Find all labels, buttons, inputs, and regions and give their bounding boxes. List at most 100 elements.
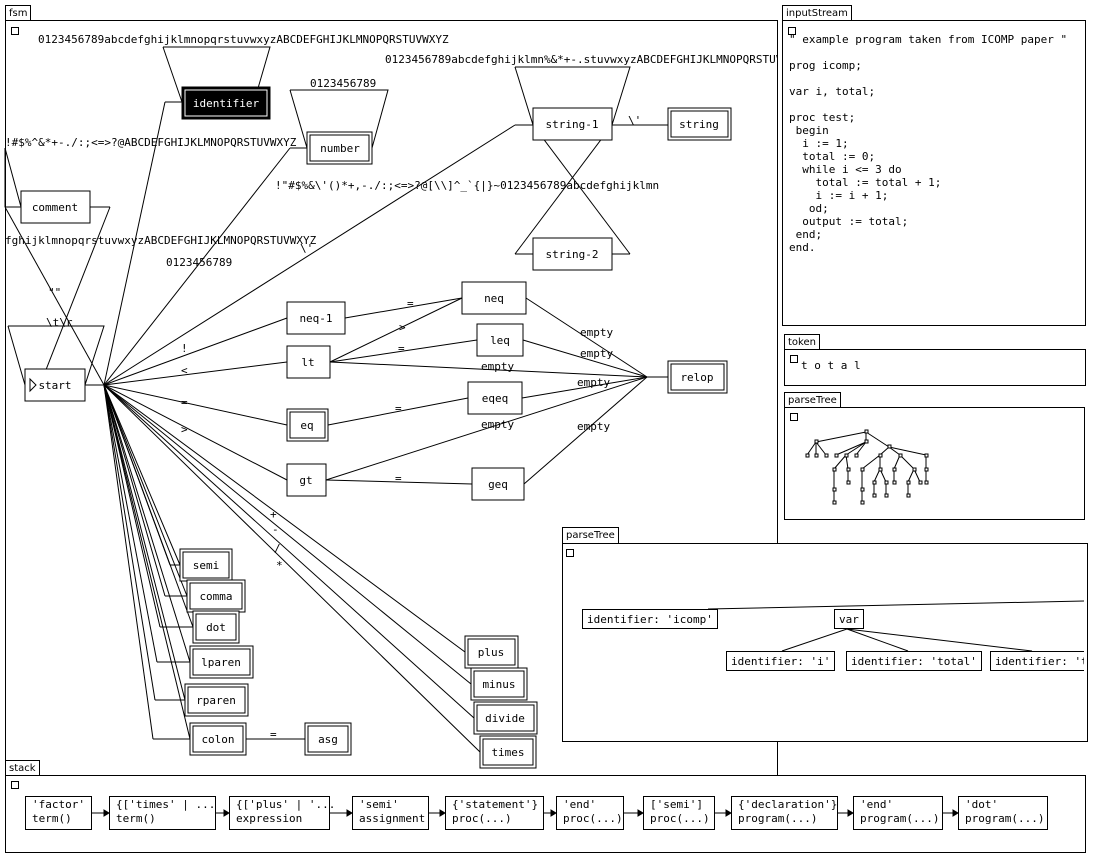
state-relop: relop bbox=[680, 371, 713, 384]
parsetree-big-close-icon[interactable] bbox=[566, 549, 574, 557]
quote-label: \' bbox=[300, 242, 313, 255]
stack-frame-top: {['times' | ... bbox=[116, 798, 216, 811]
state-gt: gt bbox=[299, 474, 312, 487]
stack-frame-top: ['semi'] bbox=[650, 798, 703, 811]
number-charset-label: 0123456789 bbox=[310, 77, 376, 90]
state-comment: comment bbox=[32, 201, 78, 214]
stack-frame[interactable]: {'declaration'}program(...) bbox=[731, 796, 838, 830]
inputstream-line bbox=[789, 72, 1067, 85]
stack-frame[interactable]: {['times' | ...term() bbox=[109, 796, 216, 830]
edge-label-star: * bbox=[276, 559, 283, 572]
fsm-panel-close-icon[interactable] bbox=[11, 27, 19, 35]
stack-frame-top: 'dot' bbox=[965, 798, 999, 811]
parsetree-thumbnail bbox=[805, 429, 929, 505]
state-lparen: lparen bbox=[201, 656, 241, 669]
string-quote-label: \' bbox=[628, 114, 641, 127]
inputstream-line: od; bbox=[789, 202, 829, 215]
stack-close-icon[interactable] bbox=[11, 781, 19, 789]
stack-frame[interactable]: 'end'proc(...) bbox=[556, 796, 624, 830]
edge-label-neq-eq: = bbox=[407, 297, 414, 310]
edge-label-lt-gt: > bbox=[399, 321, 406, 334]
token-panel: t o t a l bbox=[784, 349, 1086, 386]
inputstream-line: total := total + 1; bbox=[789, 176, 942, 189]
parsetree-node-icomp[interactable]: identifier: 'icomp' bbox=[582, 609, 718, 629]
edge-label-lt: < bbox=[181, 364, 188, 377]
inputstream-line: while i <= 3 do bbox=[789, 163, 902, 176]
fsm-window-tab[interactable]: fsm bbox=[5, 5, 32, 21]
token-close-icon[interactable] bbox=[790, 355, 798, 363]
edge-label-gt: > bbox=[181, 423, 188, 436]
stack-frame-bottom: proc(...) bbox=[563, 812, 623, 825]
parsetree-small-window-tab[interactable]: parseTree bbox=[784, 392, 841, 408]
edge-label-bang: ! bbox=[181, 342, 188, 355]
edge-label-plus: + bbox=[270, 508, 277, 521]
stack-frame-top: 'end' bbox=[563, 798, 597, 811]
parsetree-node-cut[interactable]: identifier: 'te bbox=[990, 651, 1084, 671]
stack-frame[interactable]: 'factor'term() bbox=[25, 796, 92, 830]
state-eqeq: eqeq bbox=[482, 392, 509, 405]
comment-charset-label: !#$%^&*+-./:;<=>?@ABCDEFGHIJKLMNOPQRSTUV… bbox=[5, 136, 297, 149]
token-window-tab[interactable]: token bbox=[784, 334, 820, 350]
edge-label-empty-neq: empty bbox=[580, 326, 613, 339]
edge-label-slash: / bbox=[274, 542, 281, 555]
stack-frame[interactable]: 'end'program(...) bbox=[853, 796, 943, 830]
parsetree-node-var[interactable]: var bbox=[834, 609, 864, 629]
inputstream-line: begin bbox=[789, 124, 829, 137]
stack-arrows bbox=[92, 809, 959, 817]
edge-label-eq-eq: = bbox=[395, 402, 402, 415]
stack-frame-bottom: program(...) bbox=[965, 812, 1045, 825]
inputstream-line: " example program taken from ICOMP paper… bbox=[789, 33, 1068, 46]
inputstream-text: " example program taken from ICOMP paper… bbox=[789, 33, 1067, 254]
stack-frame-top: 'factor' bbox=[32, 798, 85, 811]
state-identifier: identifier bbox=[193, 97, 260, 110]
stack-frame-top: 'end' bbox=[860, 798, 894, 811]
stack-frame[interactable]: 'dot'program(...) bbox=[958, 796, 1048, 830]
stack-frame-top: {'statement'} bbox=[452, 798, 539, 811]
inputstream-close-icon[interactable] bbox=[788, 27, 796, 35]
stack-frame[interactable]: ['semi']proc(...) bbox=[643, 796, 715, 830]
inputstream-line: prog icomp; bbox=[789, 59, 862, 72]
inputstream-line bbox=[789, 98, 1067, 111]
state-divide: divide bbox=[485, 712, 525, 725]
state-plus: plus bbox=[478, 646, 505, 659]
identifier-charset-label: 0123456789abcdefghijklmnopqrstuvwxyzABCD… bbox=[38, 33, 449, 46]
stack-frame-bottom: program(...) bbox=[738, 812, 818, 825]
edge-label-empty-eq: empty bbox=[481, 418, 514, 431]
edge-label-lt-eq: = bbox=[398, 342, 405, 355]
inputstream-line: output := total; bbox=[789, 215, 909, 228]
stack-frame-bottom: expression bbox=[236, 812, 303, 825]
stack-frame[interactable]: {'statement'}proc(...) bbox=[445, 796, 544, 830]
inputstream-panel: " example program taken from ICOMP paper… bbox=[782, 20, 1086, 326]
stack-window-tab[interactable]: stack bbox=[5, 760, 40, 776]
edge-label-gt-eq: = bbox=[395, 472, 402, 485]
stack-frame[interactable]: 'semi'assignment bbox=[352, 796, 429, 830]
stack-frame-bottom: term() bbox=[32, 812, 72, 825]
fsm-diagram: 0123456789abcdefghijklmnopqrstuvwxyzABCD… bbox=[4, 33, 777, 769]
parsetree-big-window-tab[interactable]: parseTree bbox=[562, 527, 619, 543]
token-value: t o t a l bbox=[801, 359, 861, 372]
parsetree-small-close-icon[interactable] bbox=[790, 413, 798, 421]
stack-frame-top: {'declaration'} bbox=[738, 798, 838, 811]
inputstream-window-tab[interactable]: inputStream bbox=[782, 5, 852, 21]
state-number: number bbox=[320, 142, 360, 155]
state-string1: string-1 bbox=[546, 118, 599, 131]
stack-frame-top: 'semi' bbox=[359, 798, 399, 811]
state-semi: semi bbox=[193, 559, 220, 572]
state-leq: leq bbox=[490, 334, 510, 347]
stack-frame[interactable]: {['plus' | '...expression bbox=[229, 796, 336, 830]
state-eq: eq bbox=[300, 419, 313, 432]
ws-label: \t\r bbox=[46, 316, 73, 329]
inputstream-line: end; bbox=[789, 228, 823, 241]
parsetree-big-panel bbox=[562, 543, 1088, 742]
state-colon: colon bbox=[201, 733, 234, 746]
parsetree-node-i[interactable]: identifier: 'i' bbox=[726, 651, 836, 671]
edge-label-empty-eqeq: empty bbox=[577, 376, 610, 389]
inputstream-line: i := 1; bbox=[789, 137, 849, 150]
edge-label-empty-lt: empty bbox=[481, 360, 514, 373]
state-comma: comma bbox=[199, 590, 232, 603]
inputstream-line: var i, total; bbox=[789, 85, 876, 98]
state-start: start bbox=[38, 379, 71, 392]
stack-frame-top: {['plus' | '... bbox=[236, 798, 336, 811]
parsetree-node-total[interactable]: identifier: 'total' bbox=[846, 651, 982, 671]
stack-frame-bottom: program(...) bbox=[860, 812, 940, 825]
